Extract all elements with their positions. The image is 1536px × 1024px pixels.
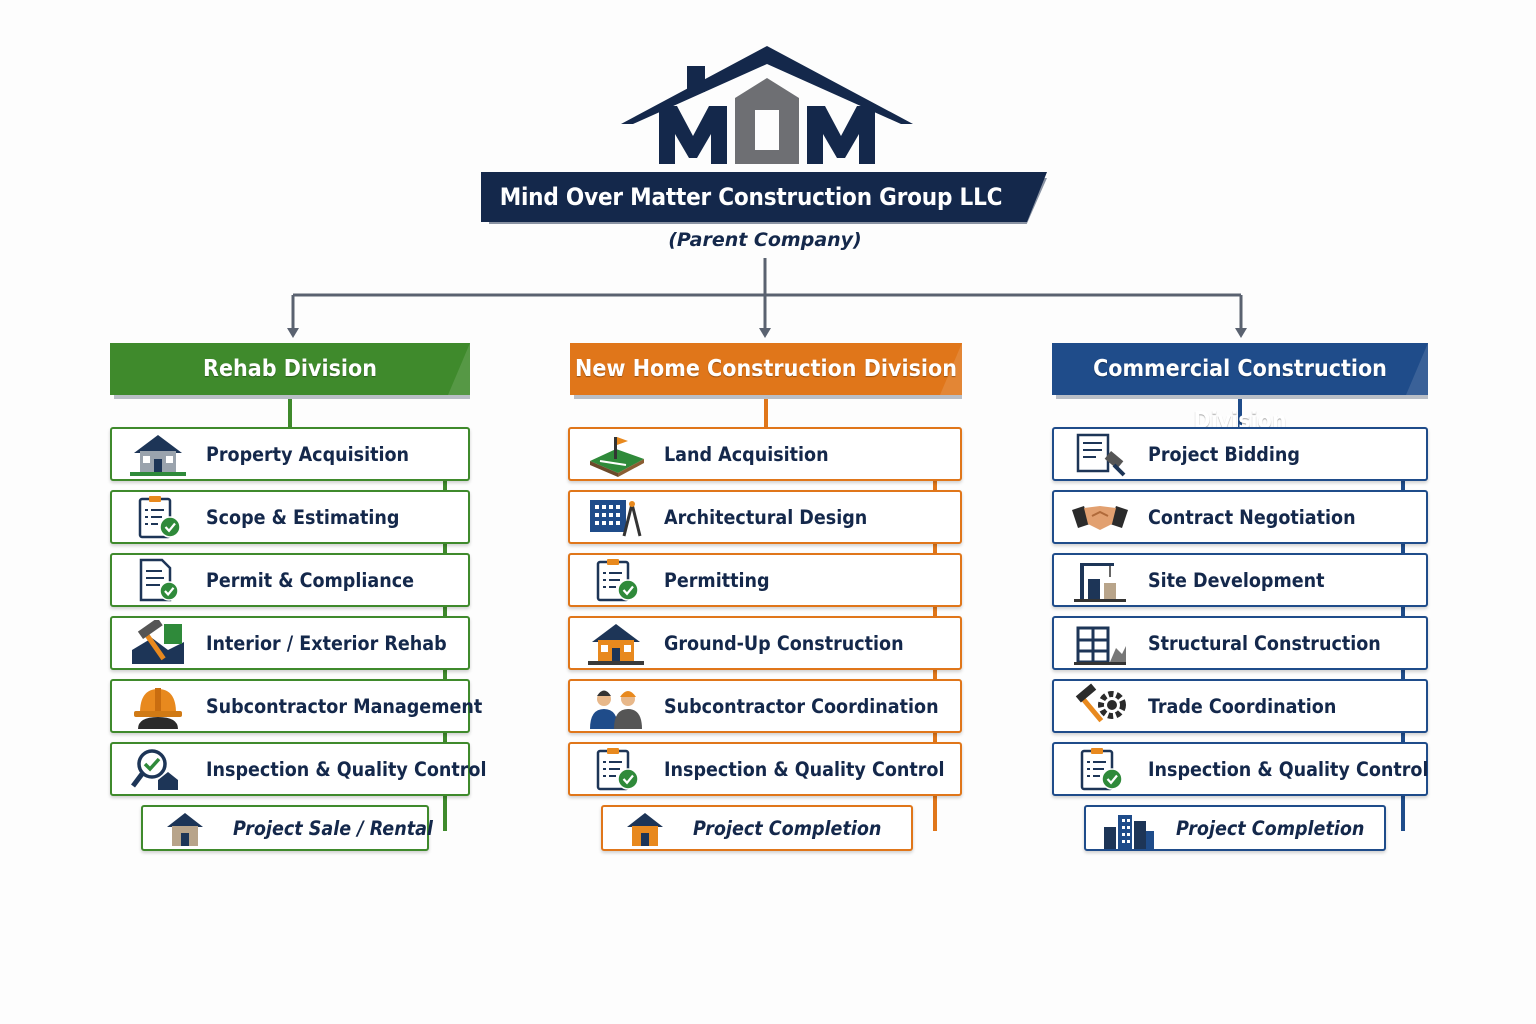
process-step-card: Interior / Exterior Rehab xyxy=(110,616,470,670)
process-step-card: Permit & Compliance xyxy=(110,553,470,607)
process-step-label: Project Sale / Rental xyxy=(233,816,433,840)
process-step-card: Project Sale / Rental xyxy=(141,805,433,851)
small-house-icon xyxy=(615,805,675,851)
process-step-label: Inspection & Quality Control xyxy=(664,757,945,781)
small-house-icon xyxy=(155,805,215,851)
process-step-card: Inspection & Quality Control xyxy=(568,742,962,796)
process-step-card: Structural Construction xyxy=(1052,616,1428,670)
handshake-icon xyxy=(1070,494,1130,540)
division-title: New Home Construction Division xyxy=(575,356,957,382)
arrow-left xyxy=(287,328,299,338)
process-step-label: Project Completion xyxy=(693,816,882,840)
process-step-card: Trade Coordination xyxy=(1052,679,1428,733)
company-logo xyxy=(621,46,913,164)
process-step-card: Contract Negotiation xyxy=(1052,490,1428,544)
process-step-card: Ground-Up Construction xyxy=(568,616,962,670)
process-step-label: Land Acquisition xyxy=(664,442,829,466)
hammer-icon xyxy=(128,620,188,666)
process-step-label: Subcontractor Coordination xyxy=(664,694,939,718)
arrow-right xyxy=(1235,328,1247,338)
process-step-card: Land Acquisition xyxy=(568,427,962,481)
process-step-card: Inspection & Quality Control xyxy=(1052,742,1428,796)
process-step-card: Architectural Design xyxy=(568,490,962,544)
division-stem xyxy=(764,395,768,427)
process-step-label: Inspection & Quality Control xyxy=(1148,757,1429,781)
process-step-label: Inspection & Quality Control xyxy=(206,757,487,781)
process-step-label: Permitting xyxy=(664,568,770,592)
process-step-label: Ground-Up Construction xyxy=(664,631,904,655)
process-step-label: Trade Coordination xyxy=(1148,694,1337,718)
company-banner: Mind Over Matter Construction Group LLC xyxy=(481,172,1047,224)
process-step-label: Architectural Design xyxy=(664,505,868,529)
process-step-label: Subcontractor Management xyxy=(206,694,483,718)
division-title: Rehab Division xyxy=(203,356,377,382)
arrow-center xyxy=(759,328,771,338)
division-header: Commercial Construction Division xyxy=(1052,343,1428,434)
process-step-label: Site Development xyxy=(1148,568,1325,592)
process-step-card: Inspection & Quality Control xyxy=(110,742,486,796)
process-step-card: Project Bidding xyxy=(1052,427,1428,481)
process-step-card: Project Completion xyxy=(601,805,913,851)
process-step-card: Subcontractor Management xyxy=(110,679,482,733)
process-step-card: Subcontractor Coordination xyxy=(568,679,962,733)
house-icon xyxy=(128,431,188,477)
blueprint-icon xyxy=(586,494,646,540)
process-step-label: Property Acquisition xyxy=(206,442,410,466)
process-step-label: Scope & Estimating xyxy=(206,505,400,529)
buildings-icon xyxy=(1098,805,1158,851)
process-step-label: Project Bidding xyxy=(1148,442,1300,466)
house-icon xyxy=(586,620,646,666)
checklist-icon xyxy=(586,746,646,792)
crane-icon xyxy=(1070,557,1130,603)
steel-frame-icon xyxy=(1070,620,1130,666)
division-header-shape xyxy=(110,343,470,399)
tools-gear-icon xyxy=(1070,683,1130,729)
company-subtitle: (Parent Company) xyxy=(668,229,862,251)
hard-hat-icon xyxy=(128,683,188,729)
checklist-icon xyxy=(128,494,188,540)
magnifier-icon xyxy=(128,746,188,792)
division-title: Commercial Construction Division xyxy=(1093,356,1387,434)
checklist-icon xyxy=(1070,746,1130,792)
bid-document-icon xyxy=(1070,431,1130,477)
workers-icon xyxy=(586,683,646,729)
process-step-label: Permit & Compliance xyxy=(206,568,415,592)
process-step-card: Site Development xyxy=(1052,553,1428,607)
checklist-icon xyxy=(586,557,646,603)
process-step-card: Project Completion xyxy=(1084,805,1386,851)
process-step-label: Project Completion xyxy=(1176,816,1365,840)
process-step-card: Permitting xyxy=(568,553,962,607)
process-step-card: Property Acquisition xyxy=(110,427,470,481)
land-plot-icon xyxy=(586,431,646,477)
document-check-icon xyxy=(128,557,188,603)
division-header: New Home Construction Division xyxy=(570,343,962,399)
process-step-label: Contract Negotiation xyxy=(1148,505,1356,529)
division-stem xyxy=(288,395,292,427)
process-step-label: Interior / Exterior Rehab xyxy=(206,631,447,655)
company-name: Mind Over Matter Construction Group LLC xyxy=(499,183,1003,211)
process-step-card: Scope & Estimating xyxy=(110,490,470,544)
division-stem xyxy=(1238,395,1242,427)
banner-shape xyxy=(481,172,1047,224)
process-step-label: Structural Construction xyxy=(1148,631,1381,655)
division-header-shape xyxy=(1052,343,1428,399)
division-header: Rehab Division xyxy=(110,343,470,399)
division-header-shape xyxy=(570,343,962,399)
